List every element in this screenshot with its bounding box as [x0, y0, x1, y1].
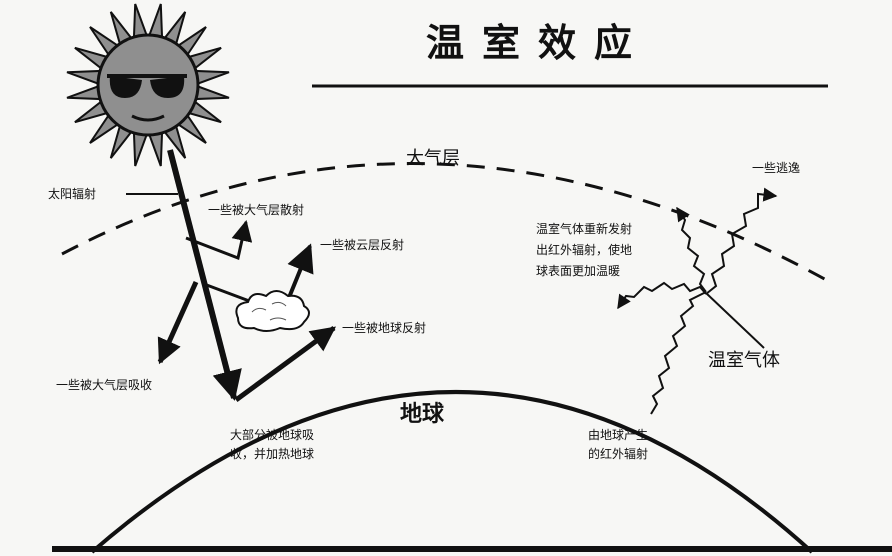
escape-label: 一些逃逸 — [752, 161, 801, 175]
scattered-arrow — [185, 219, 253, 261]
sun-with-sunglasses-icon — [66, 3, 230, 167]
cloud-reflected-label: 一些被云层反射 — [320, 238, 405, 252]
earth-infrared-wave — [650, 291, 707, 415]
cloud-icon — [235, 290, 310, 332]
escape-wave — [705, 187, 778, 295]
earth-reflected-arrow — [234, 325, 337, 403]
earth-absorbed-label-line2: 收，并加热地球 — [230, 447, 315, 461]
reemit-up-wave — [676, 206, 707, 293]
atmosphere-label: 大气层 — [406, 148, 460, 169]
atmosphere-absorbed-label: 一些被大气层吸收 — [56, 378, 153, 392]
greenhouse-gas-label: 温室气体 — [708, 350, 780, 371]
solar-radiation-arrow — [167, 149, 242, 401]
atmosphere-absorbed-arrow — [157, 280, 199, 365]
page-title: 温室效应 — [426, 21, 651, 65]
reemit-label-line3: 球表面更加温暖 — [536, 264, 621, 278]
earth-label: 地球 — [400, 402, 445, 427]
scattered-label: 一些被大气层散射 — [208, 203, 305, 217]
reemit-down-wave — [617, 281, 707, 310]
reemit-label-line2: 出红外辐射，使地 — [536, 243, 633, 257]
earth-surface — [90, 390, 814, 554]
to-cloud-beam — [203, 282, 253, 304]
atmosphere-boundary — [61, 162, 831, 284]
earth-infrared-label-line2: 的红外辐射 — [588, 447, 649, 461]
earth-absorbed-label-line1: 大部分被地球吸 — [230, 428, 315, 442]
earth-infrared-label-line1: 由地球产生 — [588, 428, 649, 442]
greenhouse-gas-pointer — [705, 292, 765, 349]
cloud-reflected-arrow — [286, 243, 314, 301]
solar-radiation-label: 太阳辐射 — [48, 187, 97, 201]
reemit-label-line1: 温室气体重新发射 — [536, 222, 633, 236]
earth-reflected-label: 一些被地球反射 — [342, 321, 427, 335]
